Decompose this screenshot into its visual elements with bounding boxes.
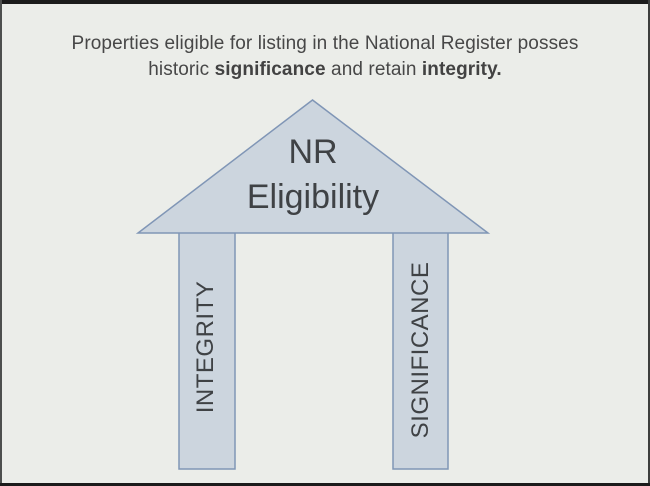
roof-triangle-shape	[135, 99, 491, 234]
roof-label-line1: NR	[288, 133, 338, 171]
integrity-pillar-label: INTEGRITY	[192, 280, 219, 414]
frame-bottom-edge	[0, 483, 650, 486]
roof-label-line2: Eligibility	[246, 178, 380, 216]
frame-right-edge	[648, 0, 650, 486]
title-line2-text2: and retain	[325, 59, 422, 80]
frame-top-edge	[0, 0, 650, 4]
integrity-pillar-shape	[178, 229, 236, 470]
frame-left-edge	[0, 0, 2, 486]
title-bold-significance: significance	[214, 59, 326, 80]
title-line2: historic significance and retain integri…	[148, 59, 502, 80]
slide-title: Properties eligible for listing in the N…	[0, 31, 650, 83]
significance-pillar-label: SIGNIFICANCE	[407, 261, 434, 439]
roof-label: NR Eligibility	[247, 130, 379, 220]
title-bold-integrity: integrity.	[421, 59, 502, 80]
title-line2-text: historic	[148, 59, 215, 80]
title-line1: Properties eligible for listing in the N…	[71, 33, 579, 54]
